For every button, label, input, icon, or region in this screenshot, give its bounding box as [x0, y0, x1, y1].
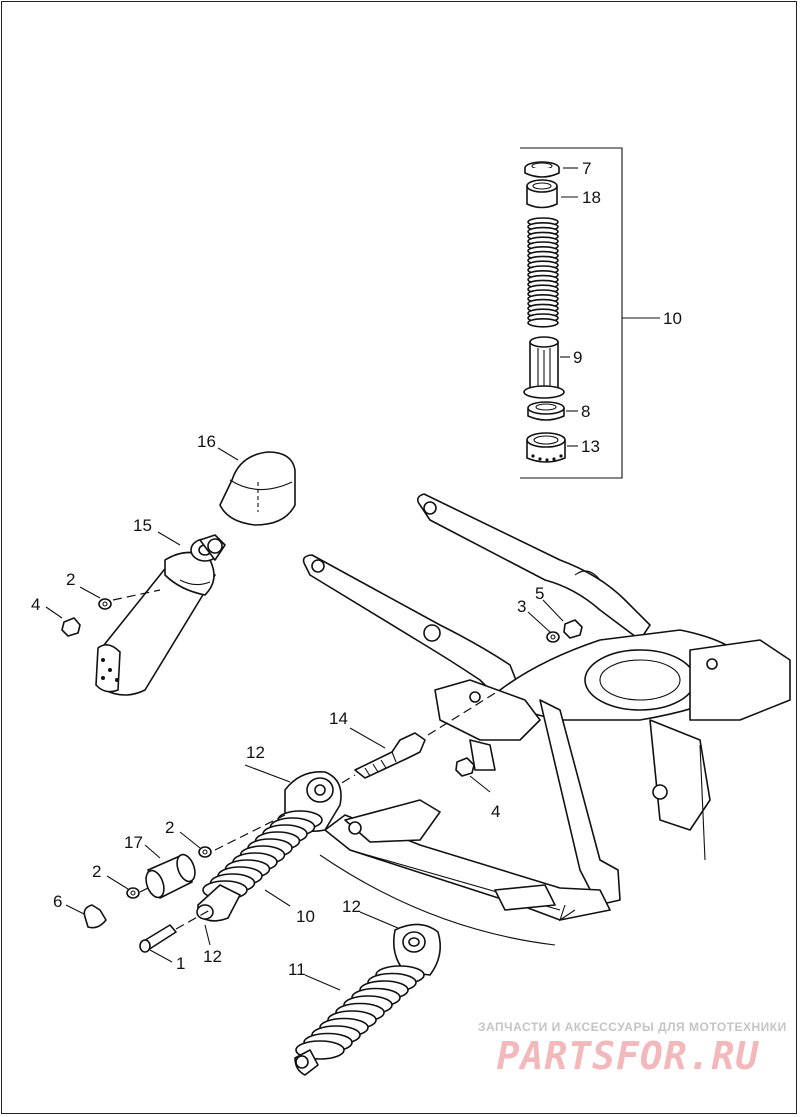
callout-4-left: 4: [31, 595, 40, 614]
callout-18: 18: [582, 188, 601, 207]
callout-14: 14: [329, 709, 348, 728]
spring-kit-exploded: [520, 147, 660, 479]
callout-4-right: 4: [491, 802, 500, 821]
callout-2-middle: 2: [165, 818, 174, 837]
callout-12-right: 12: [342, 897, 361, 916]
watermark-tagline: ЗАПЧАСТИ И АКСЕССУАРЫ ДЛЯ МОТОТЕХНИКИ: [478, 1020, 787, 1034]
callout-5: 5: [535, 584, 544, 603]
callout-1: 1: [176, 954, 185, 973]
callout-3: 3: [517, 597, 526, 616]
swingarm-frame: [302, 493, 791, 946]
shock-with-cover: [45, 447, 296, 696]
callout-9: 9: [573, 348, 582, 367]
callout-11: 11: [288, 960, 306, 979]
callout-17: 17: [124, 833, 143, 852]
callout-numbers: 7 18 10 9 8 13 16 15 2 4 3 5 14 4 12 2 1…: [31, 159, 682, 979]
watermark: ЗАПЧАСТИ И АКСЕССУАРЫ ДЛЯ МОТОТЕХНИКИ PA…: [478, 1020, 787, 1078]
callout-10-spring-kit: 10: [663, 309, 682, 328]
callout-7: 7: [582, 159, 591, 178]
coilover-shock: [196, 764, 342, 946]
callout-6: 6: [53, 892, 62, 911]
callout-2-upper: 2: [66, 570, 75, 589]
watermark-logo: PARTSFOR.RU: [496, 1034, 760, 1078]
callout-16: 16: [197, 432, 216, 451]
callout-8: 8: [581, 402, 590, 421]
callout-10-shock: 10: [296, 907, 315, 926]
shock-alternate: [294, 911, 441, 1076]
upper-mount-hardware: [329, 599, 583, 793]
callout-13: 13: [581, 437, 600, 456]
lower-mount-hardware: [65, 814, 286, 963]
callout-12-upper: 12: [246, 743, 265, 762]
callout-12-lower: 12: [203, 947, 222, 966]
callout-2-lower: 2: [92, 862, 101, 881]
callout-15: 15: [133, 516, 152, 535]
